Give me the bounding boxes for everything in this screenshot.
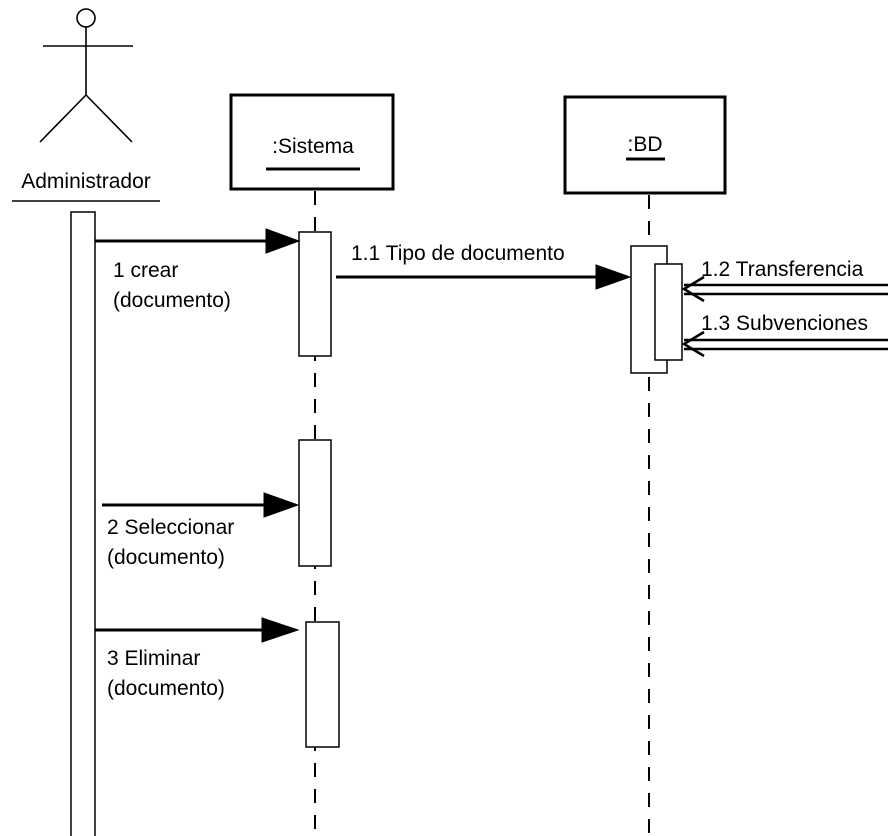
message-crear-label-line2: (documento) <box>113 289 231 312</box>
message-tipo-documento-label: 1.1 Tipo de documento <box>351 242 565 265</box>
message-subvenciones-label: 1.3 Subvenciones <box>701 312 868 335</box>
message-eliminar-label-line2: (documento) <box>107 677 225 700</box>
actor-administrador: Administrador <box>12 8 160 202</box>
message-transferencia: 1.2 Transferencia <box>681 258 888 303</box>
message-crear: 1 crear (documento) <box>95 228 301 312</box>
object-sistema-box <box>229 93 395 191</box>
message-crear-arrowhead <box>265 228 301 254</box>
message-tipo-documento: 1.1 Tipo de documento <box>336 242 632 290</box>
object-bd-label: :BD <box>627 133 662 156</box>
object-sistema: :Sistema <box>229 93 395 191</box>
activation-sistema-3 <box>305 621 340 748</box>
activation-sistema-2 <box>298 439 332 567</box>
activation-bd-inner <box>654 263 683 361</box>
message-seleccionar: 2 Seleccionar (documento) <box>102 492 300 569</box>
actor-right-leg <box>85 94 133 143</box>
actor-left-leg <box>39 94 87 143</box>
object-sistema-label: :Sistema <box>272 135 354 158</box>
object-bd-box <box>563 95 727 195</box>
message-crear-label-line1: 1 crear <box>113 259 178 282</box>
message-seleccionar-label-line1: 2 Seleccionar <box>107 516 234 539</box>
message-tipo-documento-arrowhead <box>595 264 632 290</box>
message-subvenciones-arrowhead <box>681 330 705 358</box>
actor-head <box>76 8 96 28</box>
actor-name: Administrador <box>21 170 151 193</box>
message-subvenciones: 1.3 Subvenciones <box>681 312 888 358</box>
message-eliminar: 3 Eliminar (documento) <box>95 617 300 700</box>
message-eliminar-arrowhead <box>261 617 300 643</box>
activation-sistema-1 <box>298 231 332 357</box>
message-transferencia-arrowhead <box>681 275 705 303</box>
message-seleccionar-arrowhead <box>263 492 300 518</box>
message-transferencia-label: 1.2 Transferencia <box>701 258 864 281</box>
actor-activation-bar <box>70 211 96 836</box>
message-eliminar-label-line1: 3 Eliminar <box>107 647 200 670</box>
object-bd: :BD <box>563 95 727 195</box>
message-seleccionar-label-line2: (documento) <box>107 546 225 569</box>
